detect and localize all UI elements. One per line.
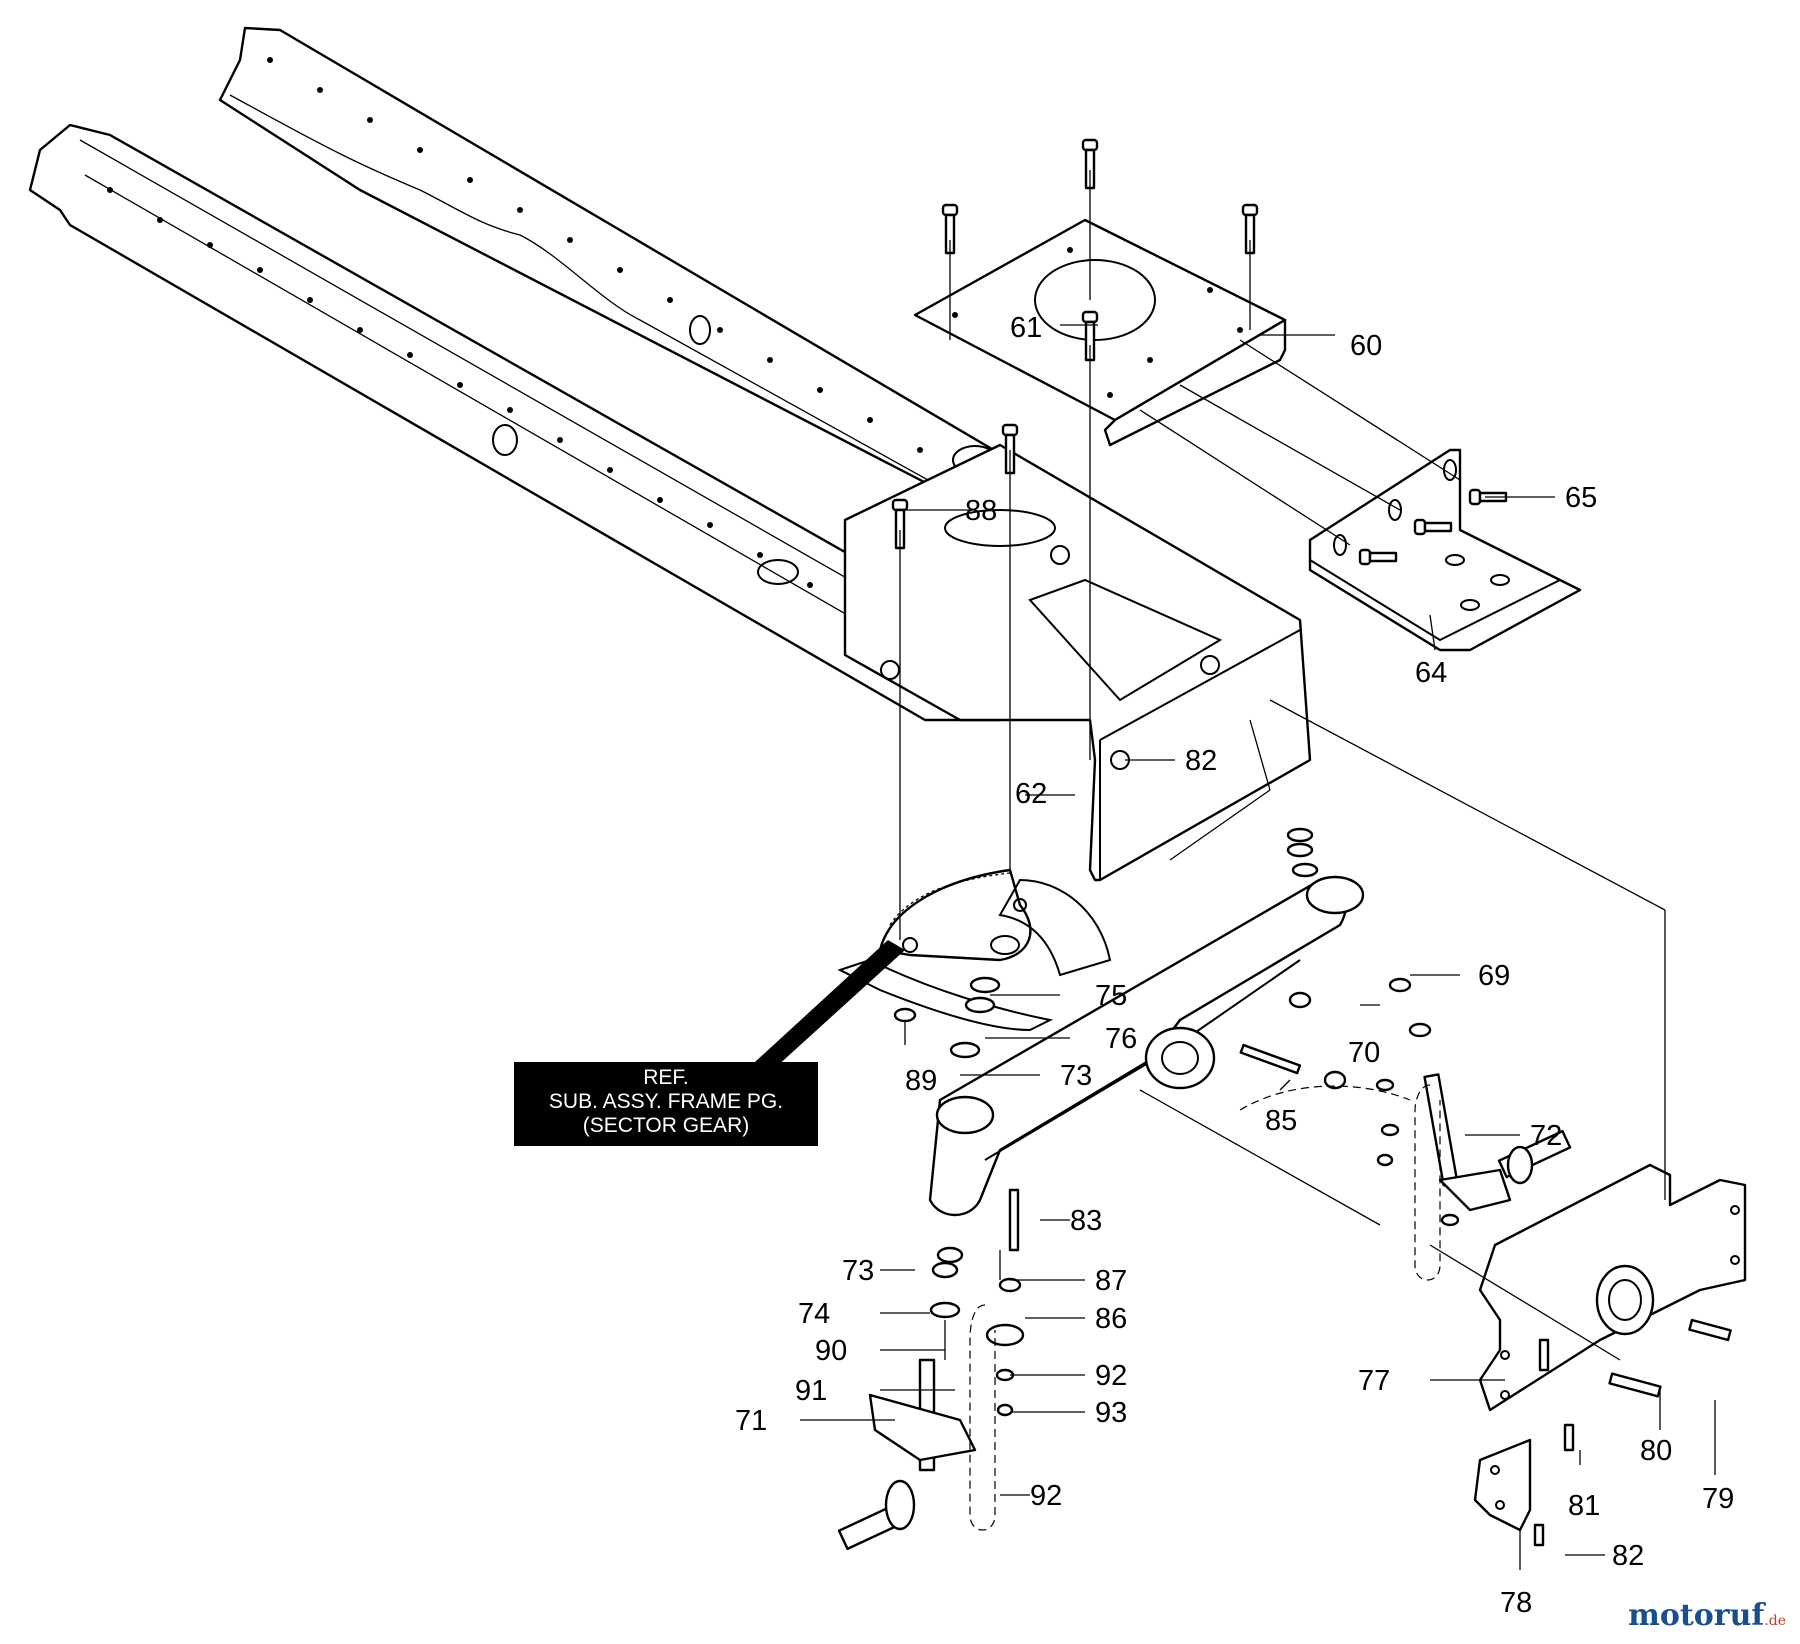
bolt-80b — [1608, 1372, 1662, 1398]
callout-77: 77 — [1358, 1365, 1390, 1397]
callout-82a: 81 — [1568, 1490, 1600, 1522]
frame-rail-left — [28, 123, 1002, 722]
reference-line-2: SUB. ASSY. FRAME PG. — [548, 1090, 784, 1113]
callout-86: 87 — [1095, 1265, 1127, 1297]
callout-81: 82 — [1185, 745, 1217, 777]
callout-69: 69 — [1478, 960, 1510, 992]
tie-rod-ends — [1008, 1043, 1575, 1547]
bolt-65c — [1358, 548, 1398, 566]
callout-65: 65 — [1565, 482, 1597, 514]
spindle-72 — [1423, 1073, 1572, 1212]
bolt-65b — [1413, 518, 1453, 536]
callout-62: 62 — [1015, 778, 1047, 810]
callout-78: 78 — [1500, 1587, 1532, 1619]
callout-60: 60 — [1350, 330, 1382, 362]
callout-73a: 73 — [1060, 1060, 1092, 1092]
callout-90: 91 — [795, 1375, 827, 1407]
callout-82b: 82 — [1612, 1540, 1644, 1572]
reference-line-1: REF. — [643, 1066, 689, 1089]
callout-92: 92 — [1095, 1360, 1127, 1392]
axle-support-housing — [843, 443, 1312, 882]
reference-box: REF. SUB. ASSY. FRAME PG. (SECTOR GEAR) — [514, 1062, 818, 1146]
reference-line-3: (SECTOR GEAR) — [582, 1114, 750, 1137]
watermark-suffix: .de — [1764, 1613, 1786, 1629]
reference-pointer — [755, 940, 905, 1068]
callout-76: 76 — [1105, 1023, 1137, 1055]
callout-70: 70 — [1348, 1037, 1380, 1069]
callout-71: 71 — [735, 1405, 767, 1437]
callout-93: 93 — [1095, 1397, 1127, 1429]
bracket-64 — [1308, 448, 1582, 652]
watermark-logo: motoruf.de — [1628, 1598, 1786, 1633]
callout-91: 92 — [1030, 1480, 1062, 1512]
callout-64: 64 — [1415, 657, 1447, 689]
callout-88: 89 — [905, 1065, 937, 1097]
callout-75: 75 — [1095, 980, 1127, 1012]
dashed-hidden-lines — [969, 1084, 1441, 1531]
bolt-60b — [1241, 203, 1259, 255]
callout-labels: 61 60 65 64 82 62 88 69 70 72 85 75 76 7… — [735, 312, 1734, 1619]
callout-80: 80 — [1640, 1435, 1672, 1467]
callout-74: 74 — [798, 1298, 830, 1330]
sector-gear — [878, 868, 1032, 962]
callout-61: 61 — [1010, 312, 1042, 344]
watermark-text: motoruf — [1628, 1598, 1765, 1633]
axle-beam-70 — [837, 875, 1365, 1217]
bracket-78 — [1473, 1438, 1532, 1532]
callout-83: 83 — [1070, 1205, 1102, 1237]
callout-87: 88 — [965, 495, 997, 527]
bolt-80 — [1688, 1318, 1732, 1342]
spindle-71 — [837, 1358, 977, 1551]
callout-79: 79 — [1702, 1483, 1734, 1515]
leader-lines — [800, 324, 1716, 1570]
mounting-plate-60 — [913, 218, 1287, 447]
callout-72: 72 — [1530, 1120, 1562, 1152]
callout-85: 86 — [1095, 1303, 1127, 1335]
callout-84: 85 — [1265, 1105, 1297, 1137]
washers — [893, 827, 1460, 1417]
assembly-lines — [899, 170, 1666, 1361]
callout-73b: 73 — [842, 1255, 874, 1287]
callout-89: 90 — [815, 1335, 847, 1367]
